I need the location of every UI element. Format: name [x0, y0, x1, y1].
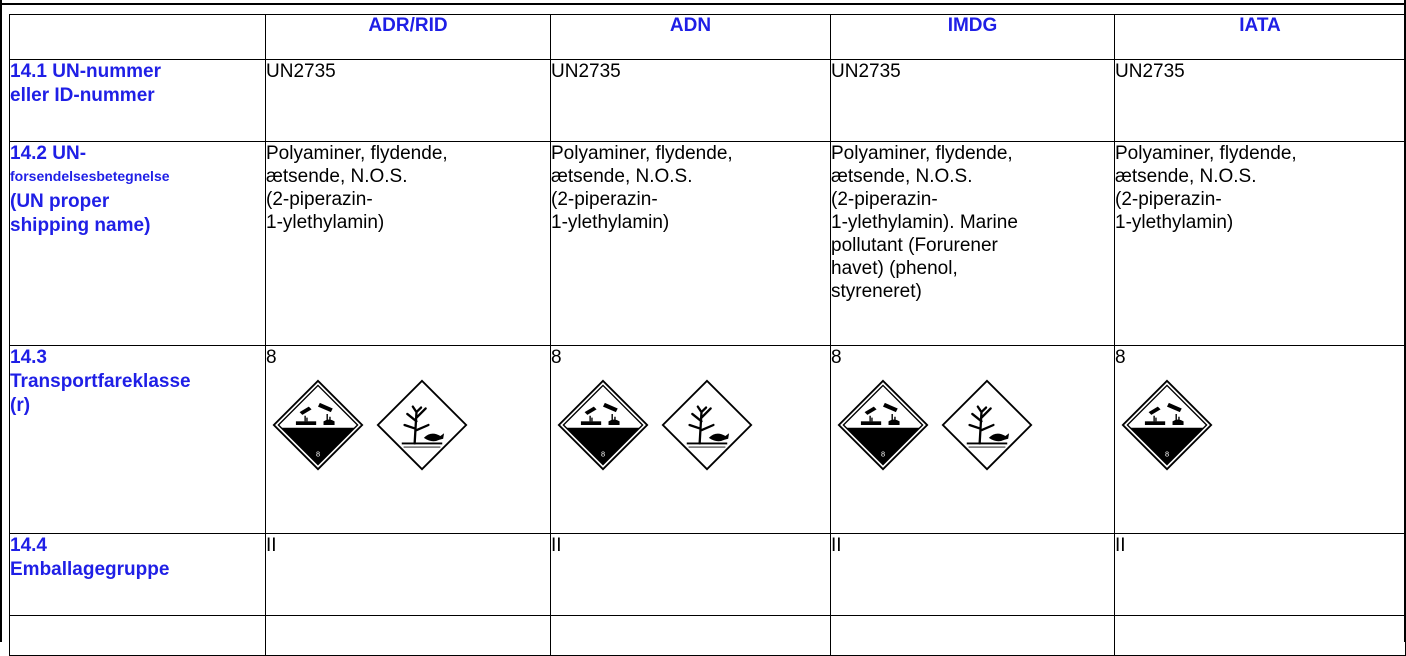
- svg-text:8: 8: [601, 449, 605, 458]
- row-label-un-number: 14.1 UN-nummer eller ID-nummer: [9, 59, 266, 142]
- environment-icon: [941, 379, 1033, 471]
- corrosive-icon: 8: [837, 379, 929, 471]
- cell-next: [1114, 615, 1406, 656]
- cell-class-adr: 8 8: [265, 345, 551, 534]
- cell-packing-imdg: II: [830, 533, 1115, 616]
- row-label-line: 14.2 UN-: [10, 143, 87, 164]
- cell-text: Polyaminer, flydende, ætsende, N.O.S. (2…: [1115, 143, 1297, 233]
- table-header-row: ADR/RID ADN IMDG IATA: [9, 14, 1406, 60]
- header-adr-rid: ADR/RID: [265, 14, 551, 60]
- row-label-line: 14.4: [10, 535, 47, 556]
- cell-un-adr: UN2735: [265, 59, 551, 142]
- corrosive-icon: 8: [272, 379, 364, 471]
- svg-text:8: 8: [316, 449, 320, 458]
- row-label-line: shipping name): [10, 215, 151, 236]
- pictogram-group: 8: [837, 379, 1114, 471]
- table-row-packing-group: 14.4 Emballagegruppe II II II II: [9, 533, 1406, 616]
- cell-un-adn: UN2735: [550, 59, 831, 142]
- row-label-line: Emballagegruppe: [10, 559, 170, 580]
- row-label-next: [9, 615, 266, 656]
- row-label-line: 14.3: [10, 347, 47, 368]
- svg-text:8: 8: [1165, 449, 1169, 458]
- class-value: 8: [831, 347, 842, 368]
- table-row-hazard-class: 14.3 Transportfareklasse (r) 8 8 8 8: [9, 345, 1406, 534]
- svg-text:8: 8: [881, 449, 885, 458]
- class-value: 8: [551, 347, 562, 368]
- cell-shipping-adn: Polyaminer, flydende, ætsende, N.O.S. (2…: [550, 141, 831, 346]
- cell-un-imdg: UN2735: [830, 59, 1115, 142]
- cell-class-iata: 8 8: [1114, 345, 1406, 534]
- cell-next: [265, 615, 551, 656]
- row-label-line: eller ID-nummer: [10, 85, 155, 106]
- transport-info-table: ADR/RID ADN IMDG IATA 14.1 UN-nummer ell…: [9, 14, 1406, 656]
- cell-shipping-iata: Polyaminer, flydende, ætsende, N.O.S. (2…: [1114, 141, 1406, 346]
- header-adn: ADN: [550, 14, 831, 60]
- row-label-line: (UN proper: [10, 191, 110, 212]
- table-row-shipping-name: 14.2 UN- forsendelsesbetegnelse (UN prop…: [9, 141, 1406, 346]
- header-imdg: IMDG: [830, 14, 1115, 60]
- cell-class-imdg: 8 8: [830, 345, 1115, 534]
- row-label-line: 14.1 UN-nummer: [10, 61, 161, 82]
- cell-shipping-imdg: Polyaminer, flydende, ætsende, N.O.S. (2…: [830, 141, 1115, 346]
- cell-packing-adr: II: [265, 533, 551, 616]
- cell-un-iata: UN2735: [1114, 59, 1406, 142]
- corrosive-icon: 8: [1121, 379, 1213, 471]
- cell-text: Polyaminer, flydende, ætsende, N.O.S. (2…: [831, 143, 1018, 302]
- cell-packing-iata: II: [1114, 533, 1406, 616]
- class-value: 8: [1115, 347, 1126, 368]
- cell-text: Polyaminer, flydende, ætsende, N.O.S. (2…: [551, 143, 733, 233]
- row-label-shipping-name: 14.2 UN- forsendelsesbetegnelse (UN prop…: [9, 141, 266, 346]
- environment-icon: [376, 379, 468, 471]
- cell-packing-adn: II: [550, 533, 831, 616]
- page-left-border: [0, 0, 2, 642]
- pictogram-group: 8: [1121, 379, 1405, 471]
- page-top-border: [0, 0, 1406, 5]
- cell-text: Polyaminer, flydende, ætsende, N.O.S. (2…: [266, 143, 448, 233]
- row-label-line: Transportfareklasse: [10, 371, 191, 392]
- header-iata: IATA: [1114, 14, 1406, 60]
- class-value: 8: [266, 347, 277, 368]
- table-row-un-number: 14.1 UN-nummer eller ID-nummer UN2735 UN…: [9, 59, 1406, 142]
- pictogram-group: 8: [272, 379, 550, 471]
- cell-next: [830, 615, 1115, 656]
- cell-class-adn: 8 8: [550, 345, 831, 534]
- pictogram-group: 8: [557, 379, 830, 471]
- row-label-line: (r): [10, 395, 31, 416]
- cell-next: [550, 615, 831, 656]
- cell-shipping-adr: Polyaminer, flydende, ætsende, N.O.S. (2…: [265, 141, 551, 346]
- row-label-small: forsendelsesbetegnelse: [10, 168, 170, 184]
- environment-icon: [661, 379, 753, 471]
- table-row-next: [9, 615, 1406, 656]
- header-empty: [9, 14, 266, 60]
- row-label-hazard-class: 14.3 Transportfareklasse (r): [9, 345, 266, 534]
- corrosive-icon: 8: [557, 379, 649, 471]
- row-label-packing-group: 14.4 Emballagegruppe: [9, 533, 266, 616]
